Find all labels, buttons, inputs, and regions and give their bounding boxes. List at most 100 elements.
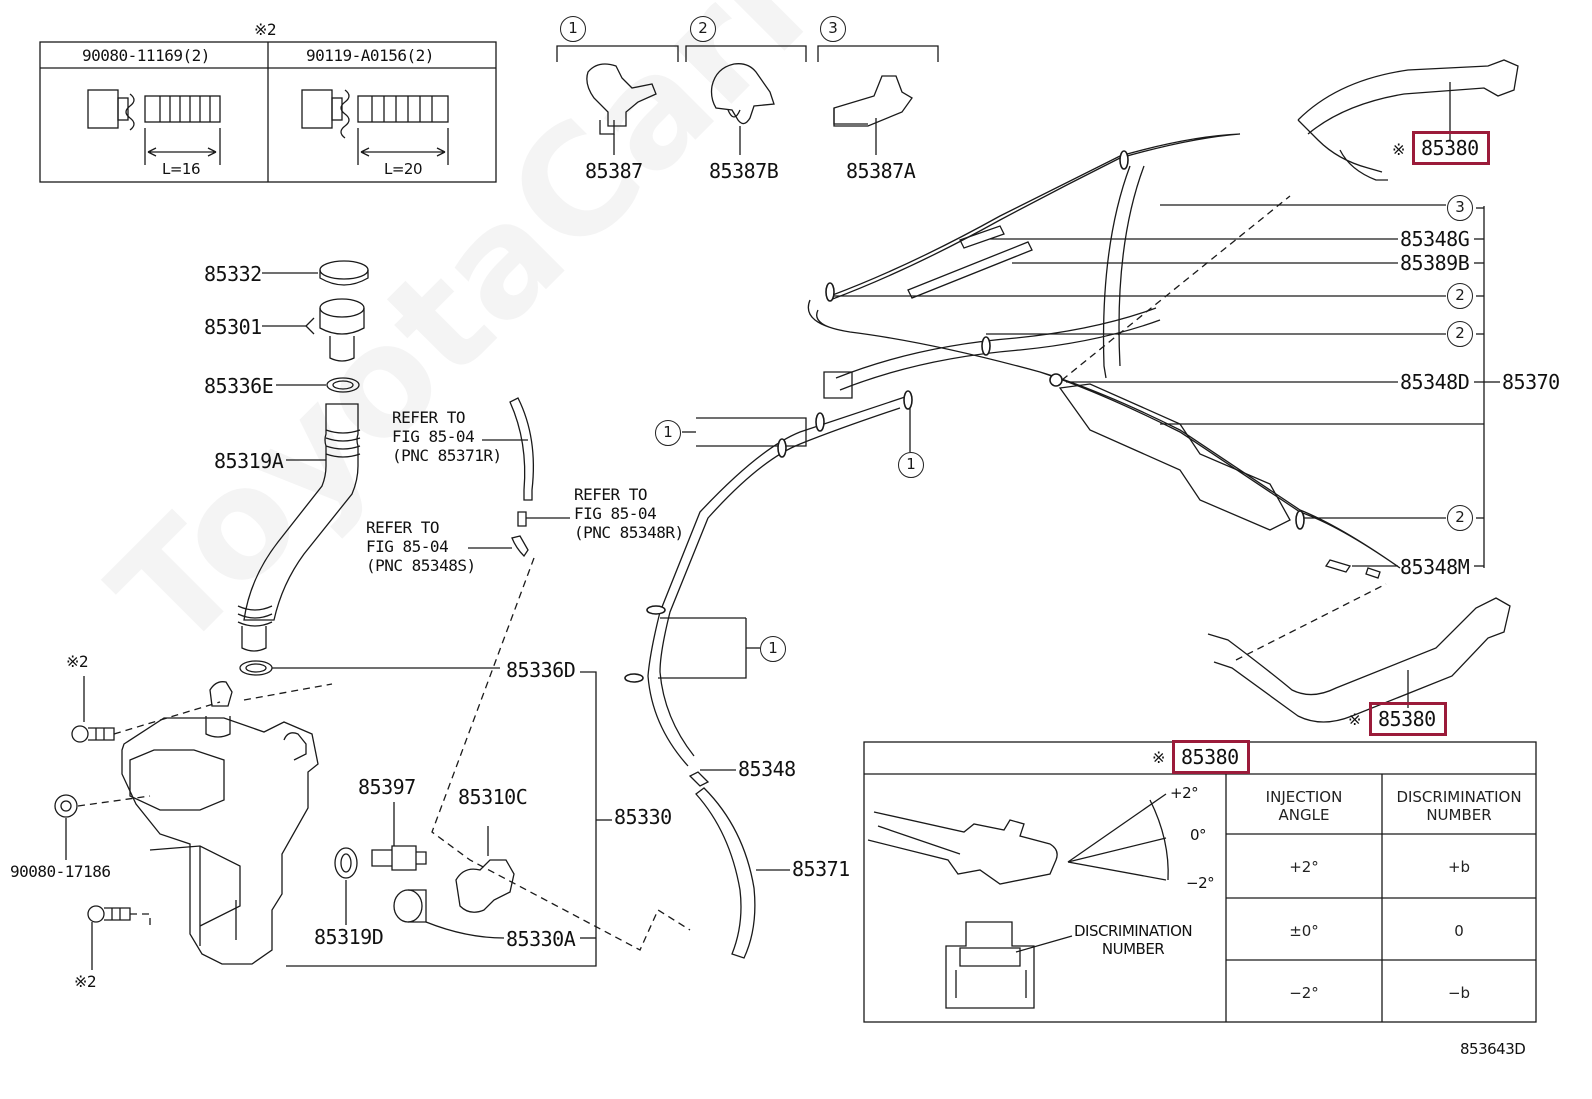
nozzle-bottom-part: 85380 [1378,707,1436,731]
filler-85301-icon [262,298,365,362]
label-85348: 85348 [738,757,796,781]
injection-table-part: 85380 [1181,745,1239,769]
nozzle-top-part: 85380 [1421,136,1479,160]
label-85310C: 85310C [458,785,528,809]
clip-85387-icon [586,63,657,155]
clip-2-callout: 2 [690,16,716,42]
bolt-upper-left-icon [71,676,115,743]
refer-line-2: FIG 85-04 [574,504,657,523]
refer-line-1: REFER TO [366,518,440,537]
refer-85348R: REFER TO FIG 85-04 (PNC 85348R) [574,485,684,542]
clip-85387B-label: 85387B [709,159,779,183]
nozzle-bottom-mark: ※ [1348,710,1361,729]
note-mark-lower: ※2 [74,972,97,991]
label-85336E: 85336E [204,374,274,398]
bolt-left-part-number: 90080-11169(2) [82,46,210,65]
label-85330A: 85330A [506,927,576,951]
header-injection-angle: INJECTION ANGLE [1226,788,1382,824]
refer-line-3: (PNC 85371R) [392,446,502,465]
angle-down-label: −2° [1186,874,1215,892]
callout-line-2: NUMBER [1101,940,1165,958]
pump-85310C-icon [455,826,515,913]
callout-clip-3: 3 [1447,195,1473,221]
refer-line-3: (PNC 85348S) [366,556,476,575]
bolt-lower-left-icon [87,905,131,970]
label-85330: 85330 [614,805,672,829]
hose-85319A-icon [237,403,361,652]
cap-85332-icon [262,260,369,286]
row-3-number: −b [1447,984,1471,1002]
angle-mid-label: 0° [1190,826,1207,844]
injection-table-mark: ※ [1152,748,1165,767]
refer-85348S: REFER TO FIG 85-04 (PNC 85348S) [366,518,476,575]
label-85319A: 85319A [214,449,284,473]
nozzle-bottom-85380-icon [1207,597,1511,723]
hose-assembly-85370-icon [807,133,1401,579]
label-85319D: 85319D [314,925,384,949]
ring-85336E-icon [276,377,360,393]
clip-85387A-icon [833,75,913,155]
header-line-1: DISCRIMINATION [1396,788,1522,806]
bolt-right-part-number: 90119-A0156(2) [306,46,434,65]
label-85336D: 85336D [506,658,576,682]
callout-clip-1b: 1 [898,452,924,478]
refer-85371R: REFER TO FIG 85-04 (PNC 85371R) [392,408,502,465]
nozzle-angle-detail-icon [867,793,1169,885]
diagram-id: 853643D [1460,1040,1526,1058]
nozzle-top-mark: ※ [1392,140,1405,159]
header-line-1: INJECTION [1265,788,1343,806]
grommet-90080-17186-icon [54,794,78,860]
label-85348D: 85348D [1400,370,1470,394]
label-85348M: 85348M [1400,555,1470,579]
header-line-2: ANGLE [1278,806,1330,824]
label-85301: 85301 [204,315,262,339]
label-85397: 85397 [358,775,416,799]
bolt-right-icon [301,89,449,165]
grommet-85319D-icon [334,847,358,925]
clip-3-callout: 3 [820,16,846,42]
sensor-85397-icon [371,802,427,871]
clip-1-callout: 1 [560,16,586,42]
nozzle-bottom-highlight [1369,702,1447,736]
injection-table-highlight [1172,740,1250,774]
row-1-number: +b [1447,858,1471,876]
row-3-angle: −2° [1289,984,1319,1002]
discrimination-number-detail-icon [945,921,1073,1009]
clip-85387-label: 85387 [585,159,643,183]
nozzle-top-highlight [1412,131,1490,165]
refer-line-2: FIG 85-04 [392,427,475,446]
clip-85387A-label: 85387A [846,159,916,183]
row-2-number: 0 [1454,922,1464,940]
washer-tank-icon [121,681,319,965]
label-85370: 85370 [1502,370,1560,394]
discrimination-number-callout: DISCRIMINATION NUMBER [1074,922,1193,958]
refer-line-1: REFER TO [574,485,648,504]
clip-85387B-icon [710,63,775,155]
bolt-right-length: L=20 [384,160,423,178]
callout-clip-1a: 1 [655,420,681,446]
hose-85371-icon [695,787,790,959]
callout-clip-1c: 1 [760,636,786,662]
refer-line-3: (PNC 85348R) [574,523,684,542]
refer-line-1: REFER TO [392,408,466,427]
row-1-angle: +2° [1289,858,1319,876]
header-discrimination-number: DISCRIMINATION NUMBER [1382,788,1536,824]
grommet-85330A-icon [393,889,505,939]
nozzle-top-85380-icon [1297,59,1519,181]
label-90080-17186: 90080-17186 [10,862,111,881]
angle-up-label: +2° [1170,784,1199,802]
note-mark-upper: ※2 [66,652,89,671]
callout-clip-2b: 2 [1447,321,1473,347]
header-line-2: NUMBER [1426,806,1492,824]
callout-line-1: DISCRIMINATION [1074,922,1193,940]
hose-85348-icon [647,395,909,787]
callout-clip-2c: 2 [1447,505,1473,531]
label-85348G: 85348G [1400,227,1470,251]
refer-line-2: FIG 85-04 [366,537,449,556]
bolt-table-note: ※2 [254,20,277,39]
label-85371: 85371 [792,857,850,881]
label-85332: 85332 [204,262,262,286]
callout-clip-2a: 2 [1447,283,1473,309]
bolt-left-length: L=16 [162,160,201,178]
